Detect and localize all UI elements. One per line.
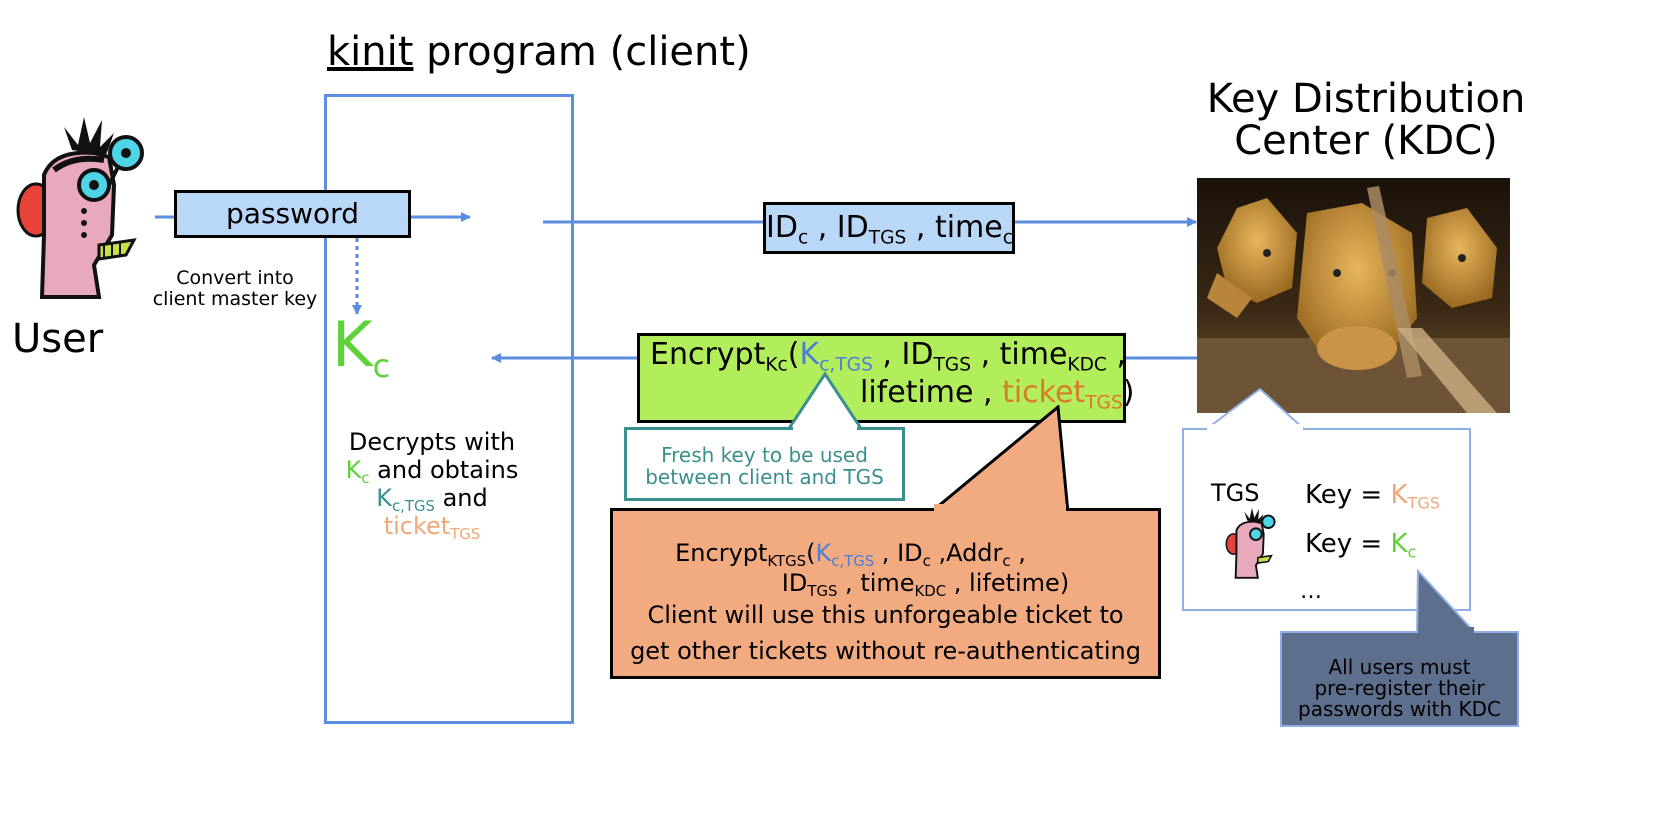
- kdc-cerberus-image: [1197, 178, 1510, 413]
- password-label: password: [226, 197, 359, 230]
- kdc-table-row-client: Key = Kc: [1305, 529, 1417, 562]
- client-box: [324, 94, 574, 724]
- register-note: All users must pre-register their passwo…: [1298, 655, 1501, 721]
- kinit-title: kinit program (client): [327, 29, 751, 75]
- cerberus-icon: [1197, 178, 1510, 413]
- ticket-note: [610, 508, 1161, 679]
- kdc-callout-cover: [1207, 424, 1303, 432]
- convert-note: Convert into client master key: [152, 267, 318, 310]
- fresh-key-note: Fresh key to be used between client and …: [624, 427, 905, 501]
- kdc-table-ellipsis: …: [1300, 579, 1322, 604]
- kdc-table-tgs-label: TGS: [1211, 479, 1260, 507]
- user-label: User: [12, 316, 104, 362]
- request-message: IDc , IDTGS , timec: [763, 202, 1015, 254]
- ticket-callout-pointer: [925, 405, 1070, 515]
- user-figure-icon: [16, 117, 144, 299]
- kdc-table-row-tgs: Key = KTGS: [1305, 480, 1441, 513]
- ticket-callout-cover: [934, 504, 1066, 514]
- register-note-box: [1280, 631, 1519, 727]
- ticket-note-text: EncryptKTGS(Kc,TGS , IDc ,Addrc , IDTGS …: [630, 539, 1141, 665]
- tgs-figure-icon: [1225, 507, 1276, 579]
- reply-message: EncryptKc(Kc,TGS , IDTGS , timeKDC , lif…: [637, 333, 1135, 423]
- kc-key: Kc: [332, 308, 391, 386]
- fresh-key-callout-cover: [793, 424, 857, 432]
- kdc-title: Key Distribution Center (KDC): [1206, 76, 1526, 164]
- fresh-key-callout-pointer: [780, 371, 870, 432]
- register-callout-cover: [1418, 627, 1474, 635]
- password-box: password: [174, 190, 411, 238]
- decrypt-note: Decrypts with Kc and obtains Kc,TGS and …: [345, 428, 519, 544]
